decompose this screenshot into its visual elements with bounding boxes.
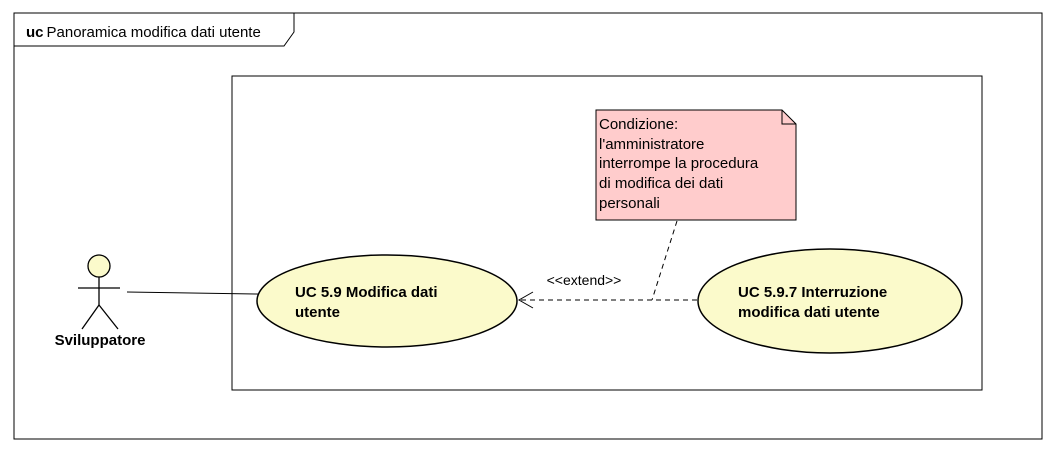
use-case-5-9-label-line-2: utente: [295, 304, 340, 321]
use-case-5-9-7-label-line-1: UC 5.9.7 Interruzione: [738, 284, 887, 301]
actor-right-leg: [98, 304, 119, 330]
frame-title-text: Panoramica modifica dati utente: [47, 24, 261, 41]
actor-name: Sviluppatore: [55, 332, 146, 349]
note-line-4: di modifica dei dati: [599, 175, 723, 192]
use-case-5-9-7-ellipse: [697, 248, 963, 354]
note-line-1: Condizione:: [599, 116, 678, 133]
extend-stereotype: <<extend>>: [547, 272, 622, 288]
use-case-5-9-7-label-line-2: modifica dati utente: [738, 304, 880, 321]
note-line-5: personali: [599, 195, 660, 212]
use-case-5-9[interactable]: UC 5.9 Modifica dati utente: [256, 254, 518, 348]
condition-note[interactable]: Condizione: l'amministratore interrompe …: [595, 109, 797, 221]
use-case-5-9-ellipse: [256, 254, 518, 348]
note-line-2: l'amministratore: [599, 136, 704, 153]
extend-relationship: <<extend>>: [517, 272, 697, 309]
note-line-3: interrompe la procedura: [599, 155, 759, 172]
actor-sviluppatore[interactable]: Sviluppatore: [55, 254, 146, 349]
use-case-5-9-label-line-1: UC 5.9 Modifica dati: [295, 284, 438, 301]
frame-keyword: uc: [26, 24, 44, 41]
extend-arrowhead: [517, 291, 534, 309]
note-connector: [651, 220, 678, 301]
association-line: [126, 291, 259, 295]
use-case-5-9-7[interactable]: UC 5.9.7 Interruzione modifica dati uten…: [697, 248, 963, 354]
actor-head: [87, 254, 111, 278]
note-body: [595, 109, 797, 221]
frame-tab: [13, 12, 295, 47]
note-fold: [781, 110, 796, 125]
actor-left-leg: [81, 304, 100, 330]
